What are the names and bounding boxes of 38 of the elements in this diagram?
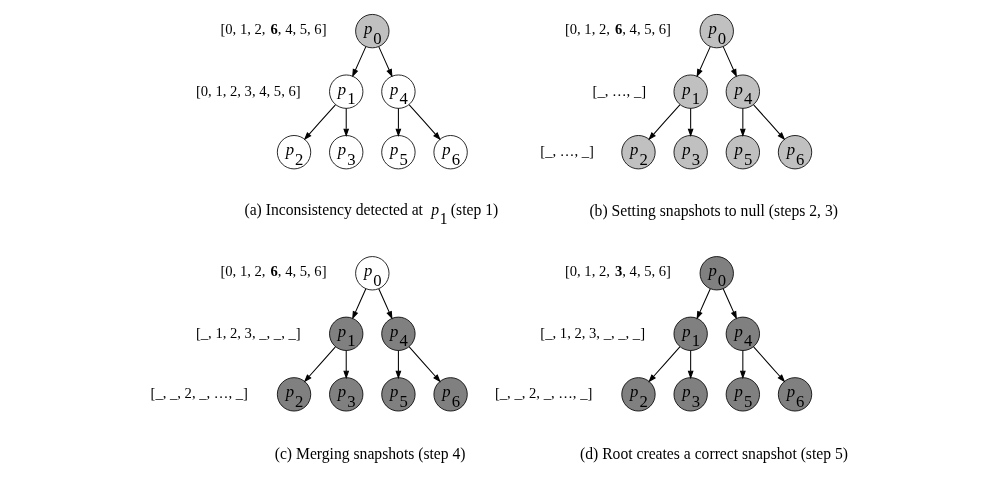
arrow [343,107,350,137]
arrow [343,350,350,380]
label: (c) Merging snapshots (step 4) [274,444,466,462]
arrow [687,350,694,380]
arrow [753,104,786,141]
arrow [696,46,711,78]
arrow [739,107,746,137]
arrow [648,346,681,383]
arrow [395,107,402,137]
node-label: [0, 1, 2, 6, 4, 5, 6] [564,20,671,37]
node-label: [_, 1, 2, 3, _, _, _] [195,324,301,341]
node-label: [0, 1, 2, 6, 4, 5, 6] [220,263,327,280]
label: (d) Root creates a correct snapshot (step 5) [580,444,848,462]
arrow [648,104,681,141]
arrow [408,104,441,141]
node-label: [_, _, 2, _, …, _] [494,385,593,402]
label: (b) Setting snapshots to null (steps 2, 3) [589,202,838,220]
arrow [739,350,746,380]
arrow [378,46,393,78]
node-label: [0, 1, 2, 6, 4, 5, 6] [220,20,327,37]
node-label: [0, 1, 2, 3, 4, 5, 6] [195,82,301,99]
node-label: [_, 1, 2, 3, _, _, _] [540,324,646,341]
arrow [696,288,711,320]
node-label: [0, 1, 2, 3, 4, 5, 6] [564,263,671,280]
arrow [753,346,786,383]
node-label: [_, …, _] [592,82,647,99]
arrow [352,288,367,320]
node-label: [_, _, 2, _, …, _] [150,385,248,402]
arrow [352,46,367,78]
arrow [722,288,737,320]
arrow [722,46,737,78]
arrow [303,346,336,383]
node-label: [_, …, _] [540,143,594,160]
arrow [408,346,441,383]
arrow [395,350,402,380]
arrow [687,107,694,137]
arrow [303,104,336,141]
arrow [378,288,393,320]
